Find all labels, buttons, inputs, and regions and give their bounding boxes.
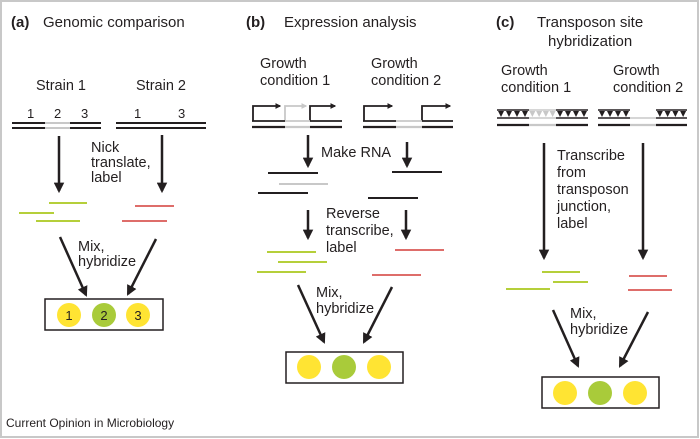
transposon-insertion-icon — [615, 111, 621, 117]
mix-hybridize-label: Mix, hybridize — [570, 306, 628, 338]
strain-1-label: Strain 1 — [36, 78, 86, 94]
spot-label: 3 — [134, 308, 141, 323]
transposon-insertion-icon — [581, 111, 587, 117]
transcribe-label: Transcribe from transposon junction, lab… — [556, 148, 633, 232]
arrow-icon — [296, 284, 326, 344]
region-2-label: 2 — [54, 106, 61, 121]
transposon-insertion-icon — [672, 111, 679, 117]
promoter-arrow-icon — [309, 103, 337, 121]
panel-a-title: Genomic comparison — [43, 14, 185, 31]
condition-1-operon — [252, 103, 342, 129]
promoter-arrow-icon — [284, 103, 308, 121]
microarray: 1 2 3 — [44, 298, 164, 331]
strain-2-dna — [116, 122, 206, 129]
reverse-transcribe-label: Reverse transcribe, label — [326, 206, 398, 256]
journal-credit: Current Opinion in Microbiology — [6, 416, 174, 430]
transposon-insertion-icon — [557, 111, 563, 117]
region-3-label: 3 — [81, 106, 88, 121]
array-spot — [367, 355, 391, 379]
red-labeled-fragments — [628, 275, 672, 291]
strain-1-dna — [12, 122, 101, 129]
spot-label: 1 — [65, 308, 72, 323]
mix-hybridize-label: Mix, hybridize — [78, 239, 136, 270]
growth-condition-1-label: Growth condition 1 — [501, 63, 571, 96]
transposon-insertion-icon — [498, 111, 504, 117]
transposon-insertion-icon — [599, 111, 605, 117]
green-labeled-cdna — [257, 251, 327, 273]
array-spot — [126, 303, 150, 327]
transposon-insertion-icon — [565, 111, 571, 117]
arrow-icon — [618, 311, 650, 368]
panel-b-letter: (b) — [246, 14, 265, 31]
make-rna-label: Make RNA — [321, 145, 391, 161]
rna-transcripts — [258, 171, 442, 199]
green-labeled-fragments — [19, 202, 87, 222]
transposon-insertion-icon — [656, 111, 663, 117]
promoter-arrow-icon — [421, 103, 452, 121]
panel-a: (a) Genomic comparison Strain 1 Strain 2… — [6, 14, 206, 430]
growth-condition-1-label: Growth condition 1 — [260, 56, 330, 89]
growth-condition-2-label: Growth condition 2 — [613, 63, 683, 96]
array-spot — [92, 303, 116, 327]
panel-b: (b) Expression analysis Growth condition… — [246, 14, 453, 384]
panel-b-title: Expression analysis — [284, 14, 417, 31]
transposon-insertion-icon — [529, 111, 536, 117]
panel-c-letter: (c) — [496, 14, 514, 31]
promoter-arrow-icon — [363, 103, 394, 121]
transposon-insertion-icon — [680, 111, 687, 117]
arrow-icon — [126, 238, 158, 296]
promoter-arrow-icon — [252, 103, 282, 121]
microarray — [541, 376, 660, 409]
condition-2-transposon-library — [598, 109, 687, 127]
growth-condition-2-label: Growth condition 2 — [371, 56, 441, 89]
transposon-insertion-icon — [506, 111, 512, 117]
green-labeled-fragments — [506, 271, 588, 290]
array-spot — [297, 355, 321, 379]
transposon-insertion-icon — [623, 111, 629, 117]
array-spot — [332, 355, 356, 379]
transposon-insertion-icon — [573, 111, 579, 117]
condition-2-operon — [363, 103, 453, 129]
transposon-insertion-icon — [549, 111, 556, 117]
array-spot — [553, 381, 577, 405]
red-labeled-fragments — [122, 205, 174, 222]
region-1-label: 1 — [27, 106, 34, 121]
strain-2-label: Strain 2 — [136, 78, 186, 94]
array-spot — [57, 303, 81, 327]
red-labeled-cdna — [372, 249, 444, 276]
panel-c: (c) Transposon site hybridization Growth… — [496, 14, 687, 409]
spot-label: 2 — [100, 308, 107, 323]
panel-a-letter: (a) — [11, 14, 29, 31]
transposon-insertion-icon — [522, 111, 528, 117]
transposon-insertion-icon — [536, 111, 543, 117]
mix-hybridize-label: Mix, hybridize — [316, 285, 374, 317]
panel-c-title: Transposon site hybridization — [537, 14, 647, 50]
nick-translate-label: Nick translate, label — [91, 140, 155, 186]
transposon-insertion-icon — [542, 111, 549, 117]
transposon-insertion-icon — [607, 111, 613, 117]
microarray — [285, 351, 404, 384]
strain-2-region-1-label: 1 — [134, 106, 141, 121]
array-spot — [623, 381, 647, 405]
array-spot — [588, 381, 612, 405]
arrow-icon — [362, 286, 394, 344]
strain-2-region-3-label: 3 — [178, 106, 185, 121]
condition-1-transposon-library — [497, 109, 588, 127]
transposon-insertion-icon — [514, 111, 520, 117]
arrow-icon — [551, 309, 580, 368]
arrow-icon — [58, 236, 88, 297]
transposon-insertion-icon — [664, 111, 671, 117]
